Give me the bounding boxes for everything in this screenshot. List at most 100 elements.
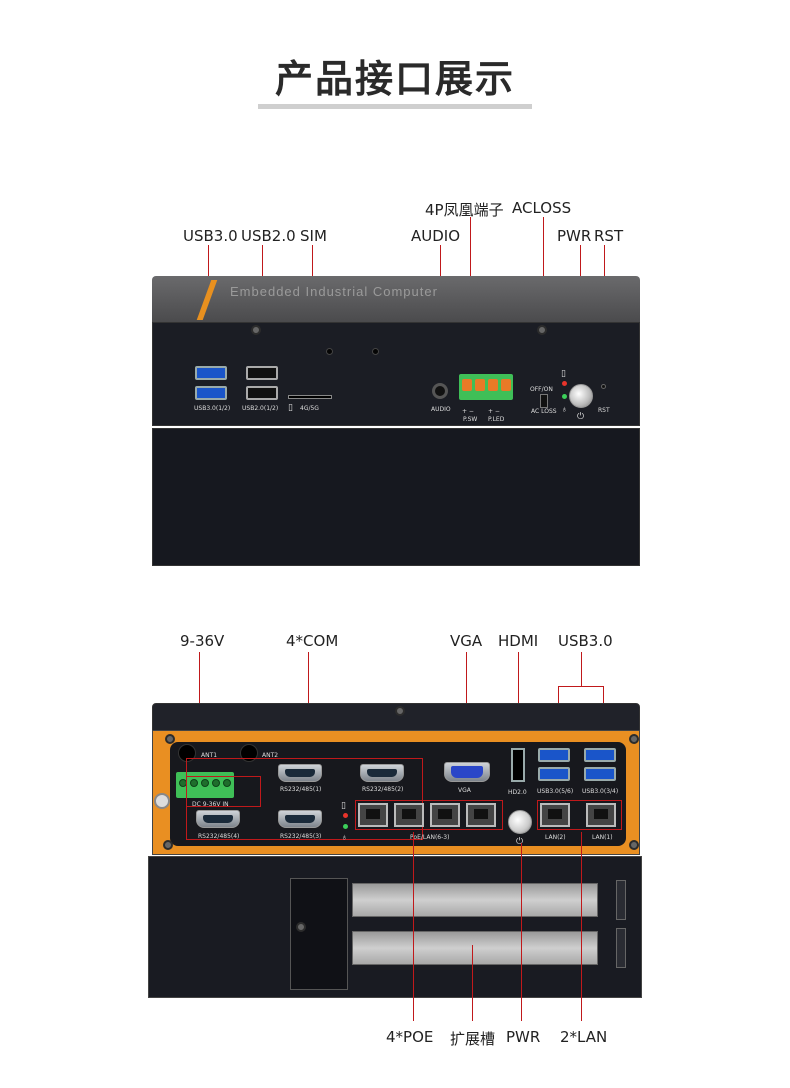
vent-slot: [616, 880, 626, 920]
highlight-frame-poe: [355, 800, 503, 830]
callout-pwr-rear: PWR: [506, 1028, 541, 1046]
sim-card-icon: ▯: [288, 402, 293, 412]
callout-hdmi: HDMI: [498, 632, 539, 650]
callout-lan: 2*LAN: [560, 1028, 608, 1046]
screw-icon: [165, 734, 175, 744]
callout-line: [472, 945, 473, 1021]
usb3-port-rear-4: [584, 767, 616, 781]
callout-phoenix-4p: 4P凤凰端子: [425, 201, 504, 219]
callout-com: 4*COM: [286, 632, 339, 650]
led-green: [562, 394, 567, 399]
com-port-3: [278, 810, 322, 828]
poe-port-6: [358, 803, 388, 827]
silk-com1: RS232/485(1): [280, 786, 322, 793]
silk-poe: PoE/LAN(6-3): [410, 834, 450, 841]
silk-lan1: LAN(1): [592, 834, 613, 841]
silk-usb34: USB3.0(3/4): [582, 788, 619, 795]
callout-line: [413, 832, 414, 1021]
highlight-frame-com: [186, 758, 423, 840]
storage-icon: ▯: [561, 368, 566, 378]
title-underline: [258, 104, 532, 109]
storage-icon: ▯: [341, 800, 346, 810]
callout-line: [518, 652, 519, 748]
silk-ant2: ANT2: [262, 752, 279, 759]
callout-line: [558, 686, 604, 687]
device-rear-chassis: [148, 856, 642, 998]
callout-vga: VGA: [450, 632, 483, 650]
usb3-port-rear-5: [538, 748, 570, 762]
led-green: [343, 824, 348, 829]
page-title: 产品接口展示: [274, 57, 515, 101]
silk-offon: OFF/ON: [530, 386, 553, 393]
ground-stud-icon: [154, 793, 170, 809]
power-button-rear[interactable]: [508, 810, 532, 834]
callout-sim: SIM: [300, 227, 327, 245]
silk-audio: AUDIO: [431, 406, 451, 413]
device-front-top-cover: Embedded Industrial Computer: [152, 276, 640, 322]
callout-usb30-rear: USB3.0: [558, 632, 613, 650]
com-port-1: [278, 764, 322, 782]
device-front-chassis: [152, 428, 640, 566]
hdmi-port: [511, 748, 525, 782]
silk-ant1: ANT1: [201, 752, 218, 759]
silk-sim: 4G/5G: [300, 405, 319, 412]
expansion-slot-1: [352, 883, 598, 917]
silk-usb20: USB2.0(1/2): [242, 405, 279, 412]
callout-dc: 9-36V: [180, 632, 225, 650]
audio-jack: [432, 383, 448, 399]
usb3-port-rear-3: [584, 748, 616, 762]
callout-pwr-front: PWR: [557, 227, 592, 245]
silk-dcin: DC 9-36V IN: [192, 801, 229, 808]
screw-icon: [395, 706, 405, 716]
led-red: [562, 381, 567, 386]
silk-pled: P.LED: [488, 416, 505, 423]
device-brand-text: Embedded Industrial Computer: [230, 284, 438, 299]
silk-lan2: LAN(2): [545, 834, 566, 841]
power-led-icon: ♁: [561, 404, 568, 414]
poe-port-4: [430, 803, 460, 827]
expansion-slot-2: [352, 931, 598, 965]
phoenix-terminal-4p: [459, 374, 513, 400]
silk-usb56: USB3.0(5/6): [537, 788, 574, 795]
screw-icon: [296, 922, 306, 932]
expansion-bracket: [290, 878, 348, 990]
silk-com4: RS232/485(4): [198, 833, 240, 840]
antenna-hole-1: [178, 744, 196, 762]
vent-slot: [616, 928, 626, 968]
silk-psw: P.SW: [463, 416, 478, 423]
usb2-port-1: [246, 366, 278, 380]
antenna-hole-2: [240, 744, 258, 762]
silk-plus-minus: + −: [488, 408, 500, 415]
callout-audio: AUDIO: [411, 227, 461, 245]
lan-port-2: [540, 803, 570, 827]
power-icon: ⏻: [577, 411, 585, 421]
led-red: [343, 813, 348, 818]
mount-hole-icon: [372, 348, 379, 355]
poe-port-5: [394, 803, 424, 827]
highlight-frame-lan: [537, 800, 622, 830]
power-icon: ⏻: [516, 836, 524, 846]
callout-poe: 4*POE: [386, 1028, 434, 1046]
reset-button[interactable]: [601, 384, 606, 389]
screw-icon: [537, 325, 547, 335]
sim-slot: [288, 395, 332, 399]
com-port-4: [196, 810, 240, 828]
mount-hole-icon: [326, 348, 333, 355]
accent-stripe: [196, 280, 218, 320]
com-port-2: [360, 764, 404, 782]
silk-usb30-front: USB3.0(1/2): [194, 405, 231, 412]
callout-rst: RST: [594, 227, 624, 245]
callout-usb20-front: USB2.0: [241, 227, 296, 245]
callout-expansion: 扩展槽: [450, 1030, 496, 1048]
screw-icon: [163, 840, 173, 850]
usb2-port-2: [246, 386, 278, 400]
power-button-front[interactable]: [569, 384, 593, 408]
acloss-switch[interactable]: [540, 394, 548, 408]
silk-acloss: AC LOSS: [531, 408, 557, 415]
silk-rst: RST: [598, 407, 610, 414]
lan-port-1: [586, 803, 616, 827]
callout-line: [581, 652, 582, 686]
screw-icon: [629, 840, 639, 850]
poe-port-3: [466, 803, 496, 827]
callout-line: [521, 843, 522, 1021]
